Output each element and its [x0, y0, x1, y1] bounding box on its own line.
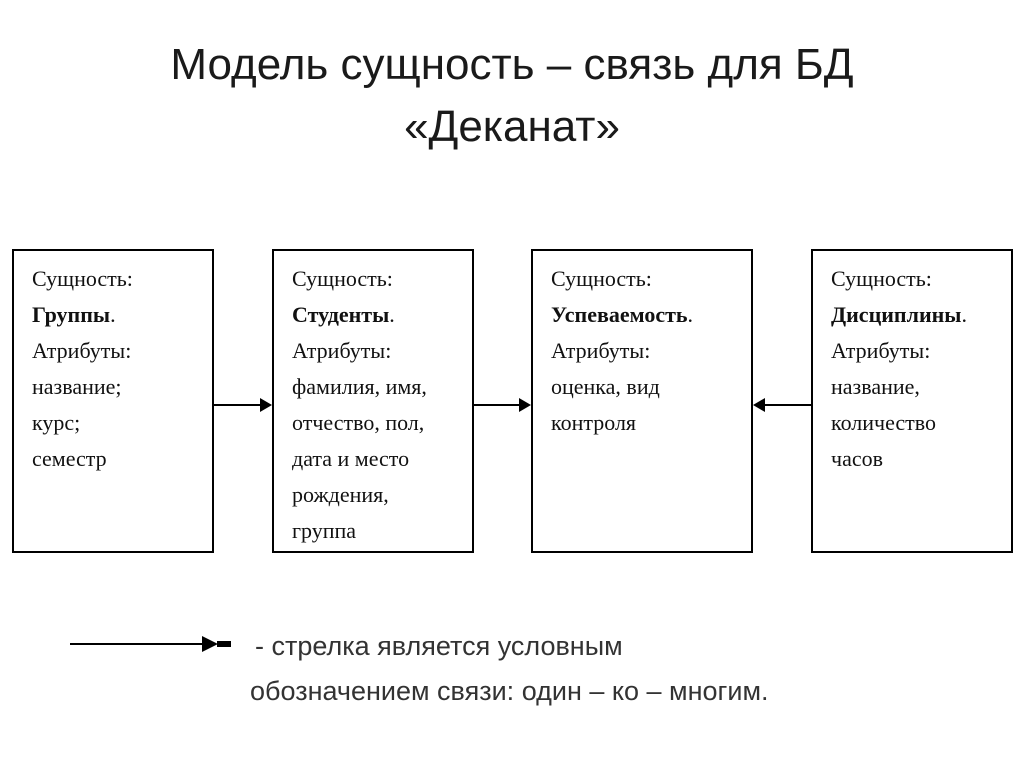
entity-box-students: Сущность: Студенты. Атрибуты: фамилия, и… [272, 249, 474, 553]
attribute-line: рождения, [292, 482, 389, 507]
entity-box-disciplines: Сущность: Дисциплины. Атрибуты: название… [811, 249, 1013, 553]
arrowhead-icon [519, 398, 531, 412]
attributes-label: Атрибуты: [32, 338, 132, 363]
attribute-line: группа [292, 518, 357, 543]
title-line-1: Модель сущность – связь для БД [170, 40, 854, 89]
attribute-line: количество [831, 410, 937, 435]
entity-name-suffix: . [389, 302, 395, 327]
legend-arrowhead-icon [202, 636, 218, 652]
attribute-line: отчество, пол, [292, 410, 425, 435]
attribute-line: название; [32, 374, 122, 399]
relationship-connector-students-progress [474, 404, 521, 406]
attribute-line: контроля [551, 410, 637, 435]
arrowhead-icon [260, 398, 272, 412]
entity-box-progress: Сущность: Успеваемость. Атрибуты: оценка… [531, 249, 753, 553]
attribute-line: дата и место [292, 446, 410, 471]
entity-name-line: Дисциплины. [831, 297, 1011, 333]
page-title: Модель сущность – связь для БД «Деканат» [0, 34, 1024, 158]
entity-label: Сущность: [831, 266, 932, 291]
attribute-line: часов [831, 446, 883, 471]
attributes-label: Атрибуты: [292, 338, 392, 363]
attribute-line: семестр [32, 446, 107, 471]
entity-name-suffix: . [110, 302, 116, 327]
relationship-connector-groups-students [214, 404, 262, 406]
relationship-connector-disciplines-progress [763, 404, 811, 406]
attributes-label: Атрибуты: [831, 338, 931, 363]
entity-name-line: Студенты. [292, 297, 472, 333]
entity-name: Группы [32, 302, 111, 327]
title-line-2: «Деканат» [404, 102, 620, 151]
attribute-line: фамилия, имя, [292, 374, 427, 399]
arrowhead-icon [753, 398, 765, 412]
legend-line-1: - стрелка является условным [255, 631, 623, 661]
entity-name-suffix: . [687, 302, 694, 327]
entity-name: Студенты [292, 302, 390, 327]
legend-arrow-line [70, 643, 202, 645]
attribute-line: оценка, вид [551, 374, 660, 399]
entity-name-line: Группы. [32, 297, 212, 333]
attribute-line: курс; [32, 410, 81, 435]
legend-text: - стрелка является условным обозначением… [250, 624, 769, 714]
attribute-line: название, [831, 374, 920, 399]
entity-label: Сущность: [32, 266, 133, 291]
entity-name-line: Успеваемость. [551, 297, 751, 333]
entity-box-groups: Сущность: Группы. Атрибуты: название; ку… [12, 249, 214, 553]
attributes-label: Атрибуты: [551, 338, 651, 363]
entity-name-suffix: . [961, 302, 967, 327]
legend-arrow-tail [217, 641, 231, 647]
entity-label: Сущность: [551, 266, 652, 291]
legend-line-2: обозначением связи: один – ко – многим. [250, 676, 769, 706]
entity-label: Сущность: [292, 266, 393, 291]
entity-name: Дисциплины [831, 302, 962, 327]
entity-name: Успеваемость [551, 302, 688, 327]
